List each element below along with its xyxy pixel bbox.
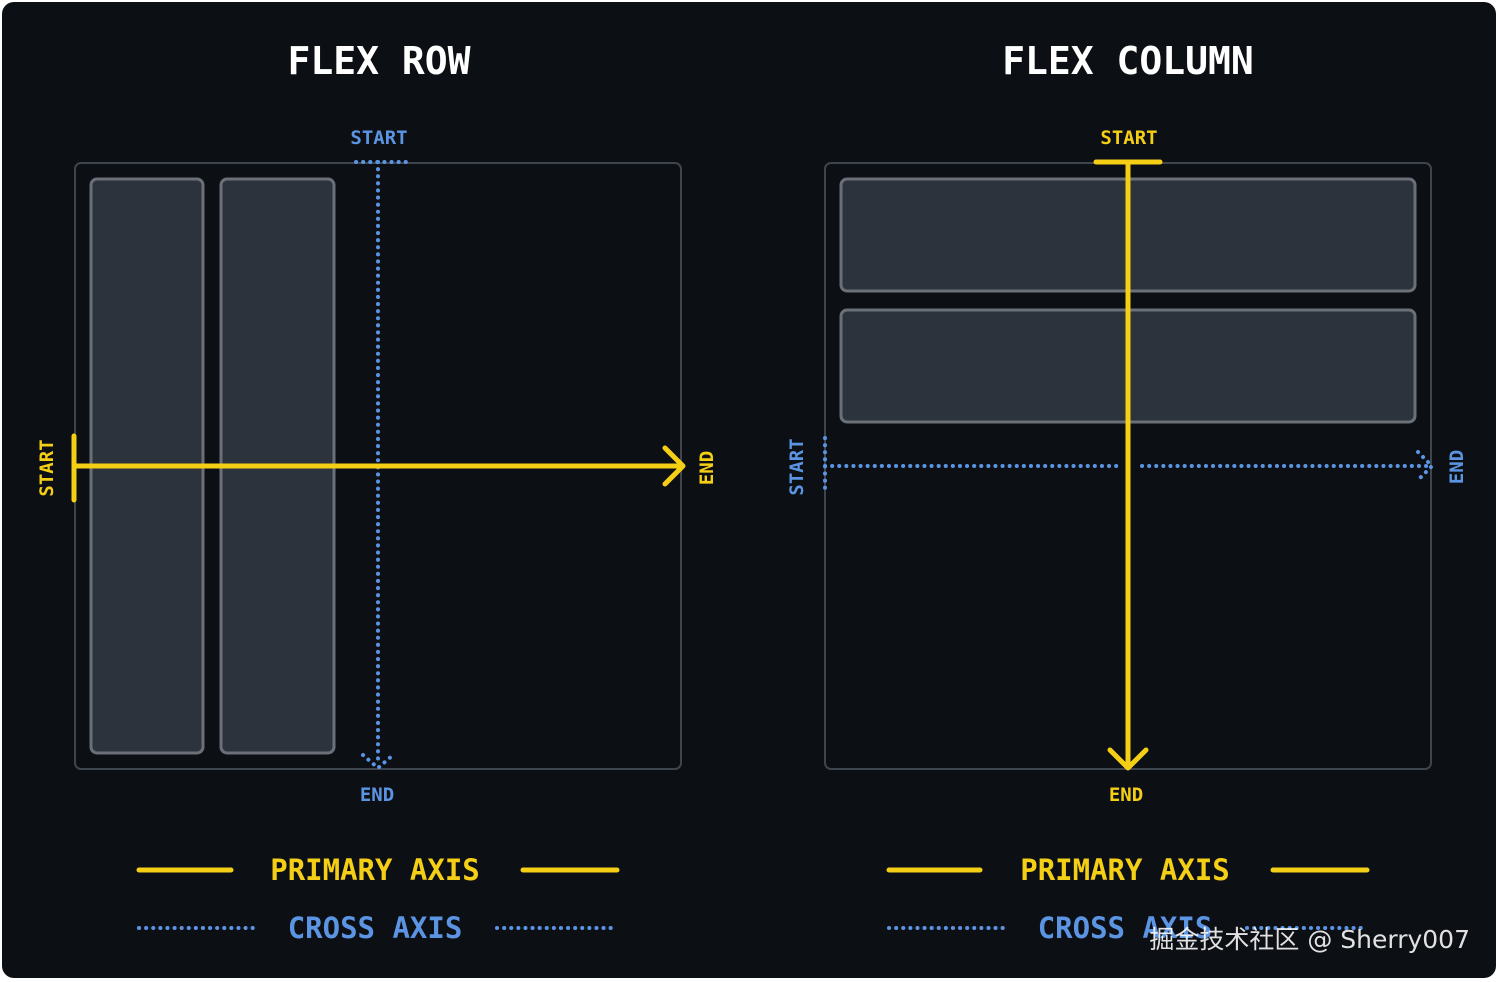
flex-row-primary-end-label: END [696, 451, 718, 485]
flex-row-legend-primary-label: PRIMARY AXIS [270, 853, 480, 887]
flex-column-legend-primary-label: PRIMARY AXIS [1020, 853, 1230, 887]
flex-column-legend-cross-label: CROSS AXIS [1038, 911, 1213, 945]
flex-column-legend [886, 867, 1370, 930]
flex-row-cross-end-label: END [360, 784, 394, 806]
flex-row-legend-cross-label: CROSS AXIS [288, 911, 463, 945]
flex-row-diagram: FLEX ROW START END START END [36, 39, 718, 945]
flex-column-cross-axis [823, 436, 1435, 492]
flex-column-primary-start-label: START [1100, 127, 1157, 149]
flex-column-cross-start-label: START [786, 438, 808, 495]
flex-column-diagram: FLEX COLUMN START END START END [786, 39, 1468, 945]
flex-row-cross-axis [354, 160, 410, 771]
flex-column-cross-end-label: END [1446, 450, 1468, 484]
watermark-text: 掘金技术社区 @ Sherry007 [1149, 925, 1470, 954]
flex-row-primary-start-label: START [36, 439, 58, 496]
flex-column-primary-end-label: END [1109, 784, 1143, 806]
flex-row-primary-axis [71, 433, 686, 503]
flex-row-cross-start-label: START [350, 127, 407, 149]
flex-row-title: FLEX ROW [287, 39, 470, 83]
flex-column-title: FLEX COLUMN [1002, 39, 1254, 83]
flex-row-legend [136, 867, 620, 930]
flex-column-primary-axis [1093, 159, 1163, 771]
